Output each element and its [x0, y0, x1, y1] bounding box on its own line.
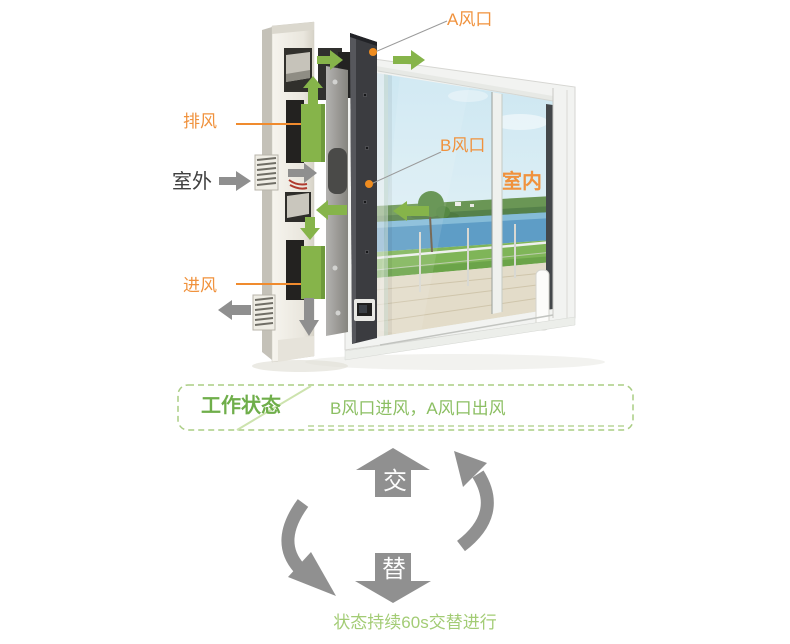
- cycle-up-char: 交: [383, 468, 407, 495]
- vent-b-dot: [365, 180, 373, 188]
- exhaust-label: 排风: [183, 112, 217, 131]
- vent-grille-bottom: [252, 294, 276, 331]
- ventilation-unit-graphic: [252, 21, 377, 363]
- window-graphic: [344, 54, 576, 361]
- cycle-up-arrow-icon: [356, 448, 430, 497]
- cycle-curve-left-icon: [281, 499, 336, 596]
- green-arrow-left-icon: [393, 201, 429, 221]
- green-arrow-up-icon: [303, 76, 323, 104]
- vent-grille-top: [254, 154, 279, 191]
- intake-duct: [301, 246, 325, 299]
- indoor-label: 室内: [502, 171, 542, 193]
- outdoor-label: 室外: [172, 171, 212, 193]
- status-panel-title: 工作状态: [201, 395, 281, 417]
- outdoor-airflow-arrows: [218, 163, 319, 336]
- exhaust-duct: [301, 104, 325, 162]
- green-arrow-right-icon: [317, 50, 343, 70]
- gray-arrow-down-icon: [299, 298, 319, 336]
- cycle-caption: 状态持续60s交替进行: [333, 613, 497, 632]
- callout-pointers: [236, 20, 448, 285]
- status-panel-description: B风口进风，A风口出风: [330, 399, 506, 418]
- vent-a-label: A风口: [447, 10, 493, 29]
- airflow-arrows: [300, 50, 429, 240]
- gray-arrow-right-icon: [219, 171, 251, 191]
- gray-arrow-right-icon: [288, 163, 317, 183]
- vent-a-dot: [369, 48, 377, 56]
- green-arrow-right-icon: [393, 50, 425, 70]
- status-panel-border: [177, 384, 634, 431]
- ground-shadow: [252, 354, 605, 372]
- gray-arrow-left-icon: [218, 300, 251, 320]
- cycle-down-arrow-icon: [355, 553, 431, 603]
- indoor-unit-bar: [350, 33, 377, 344]
- cycle-arrows: [281, 448, 494, 603]
- green-arrow-left-icon: [316, 200, 347, 220]
- cycle-down-char: 替: [382, 556, 406, 583]
- intake-label: 进风: [183, 276, 217, 295]
- green-arrow-down-icon: [300, 217, 320, 240]
- vent-b-label: B风口: [440, 136, 486, 155]
- cycle-curve-right-icon: [454, 451, 494, 552]
- window-scene: [376, 73, 553, 337]
